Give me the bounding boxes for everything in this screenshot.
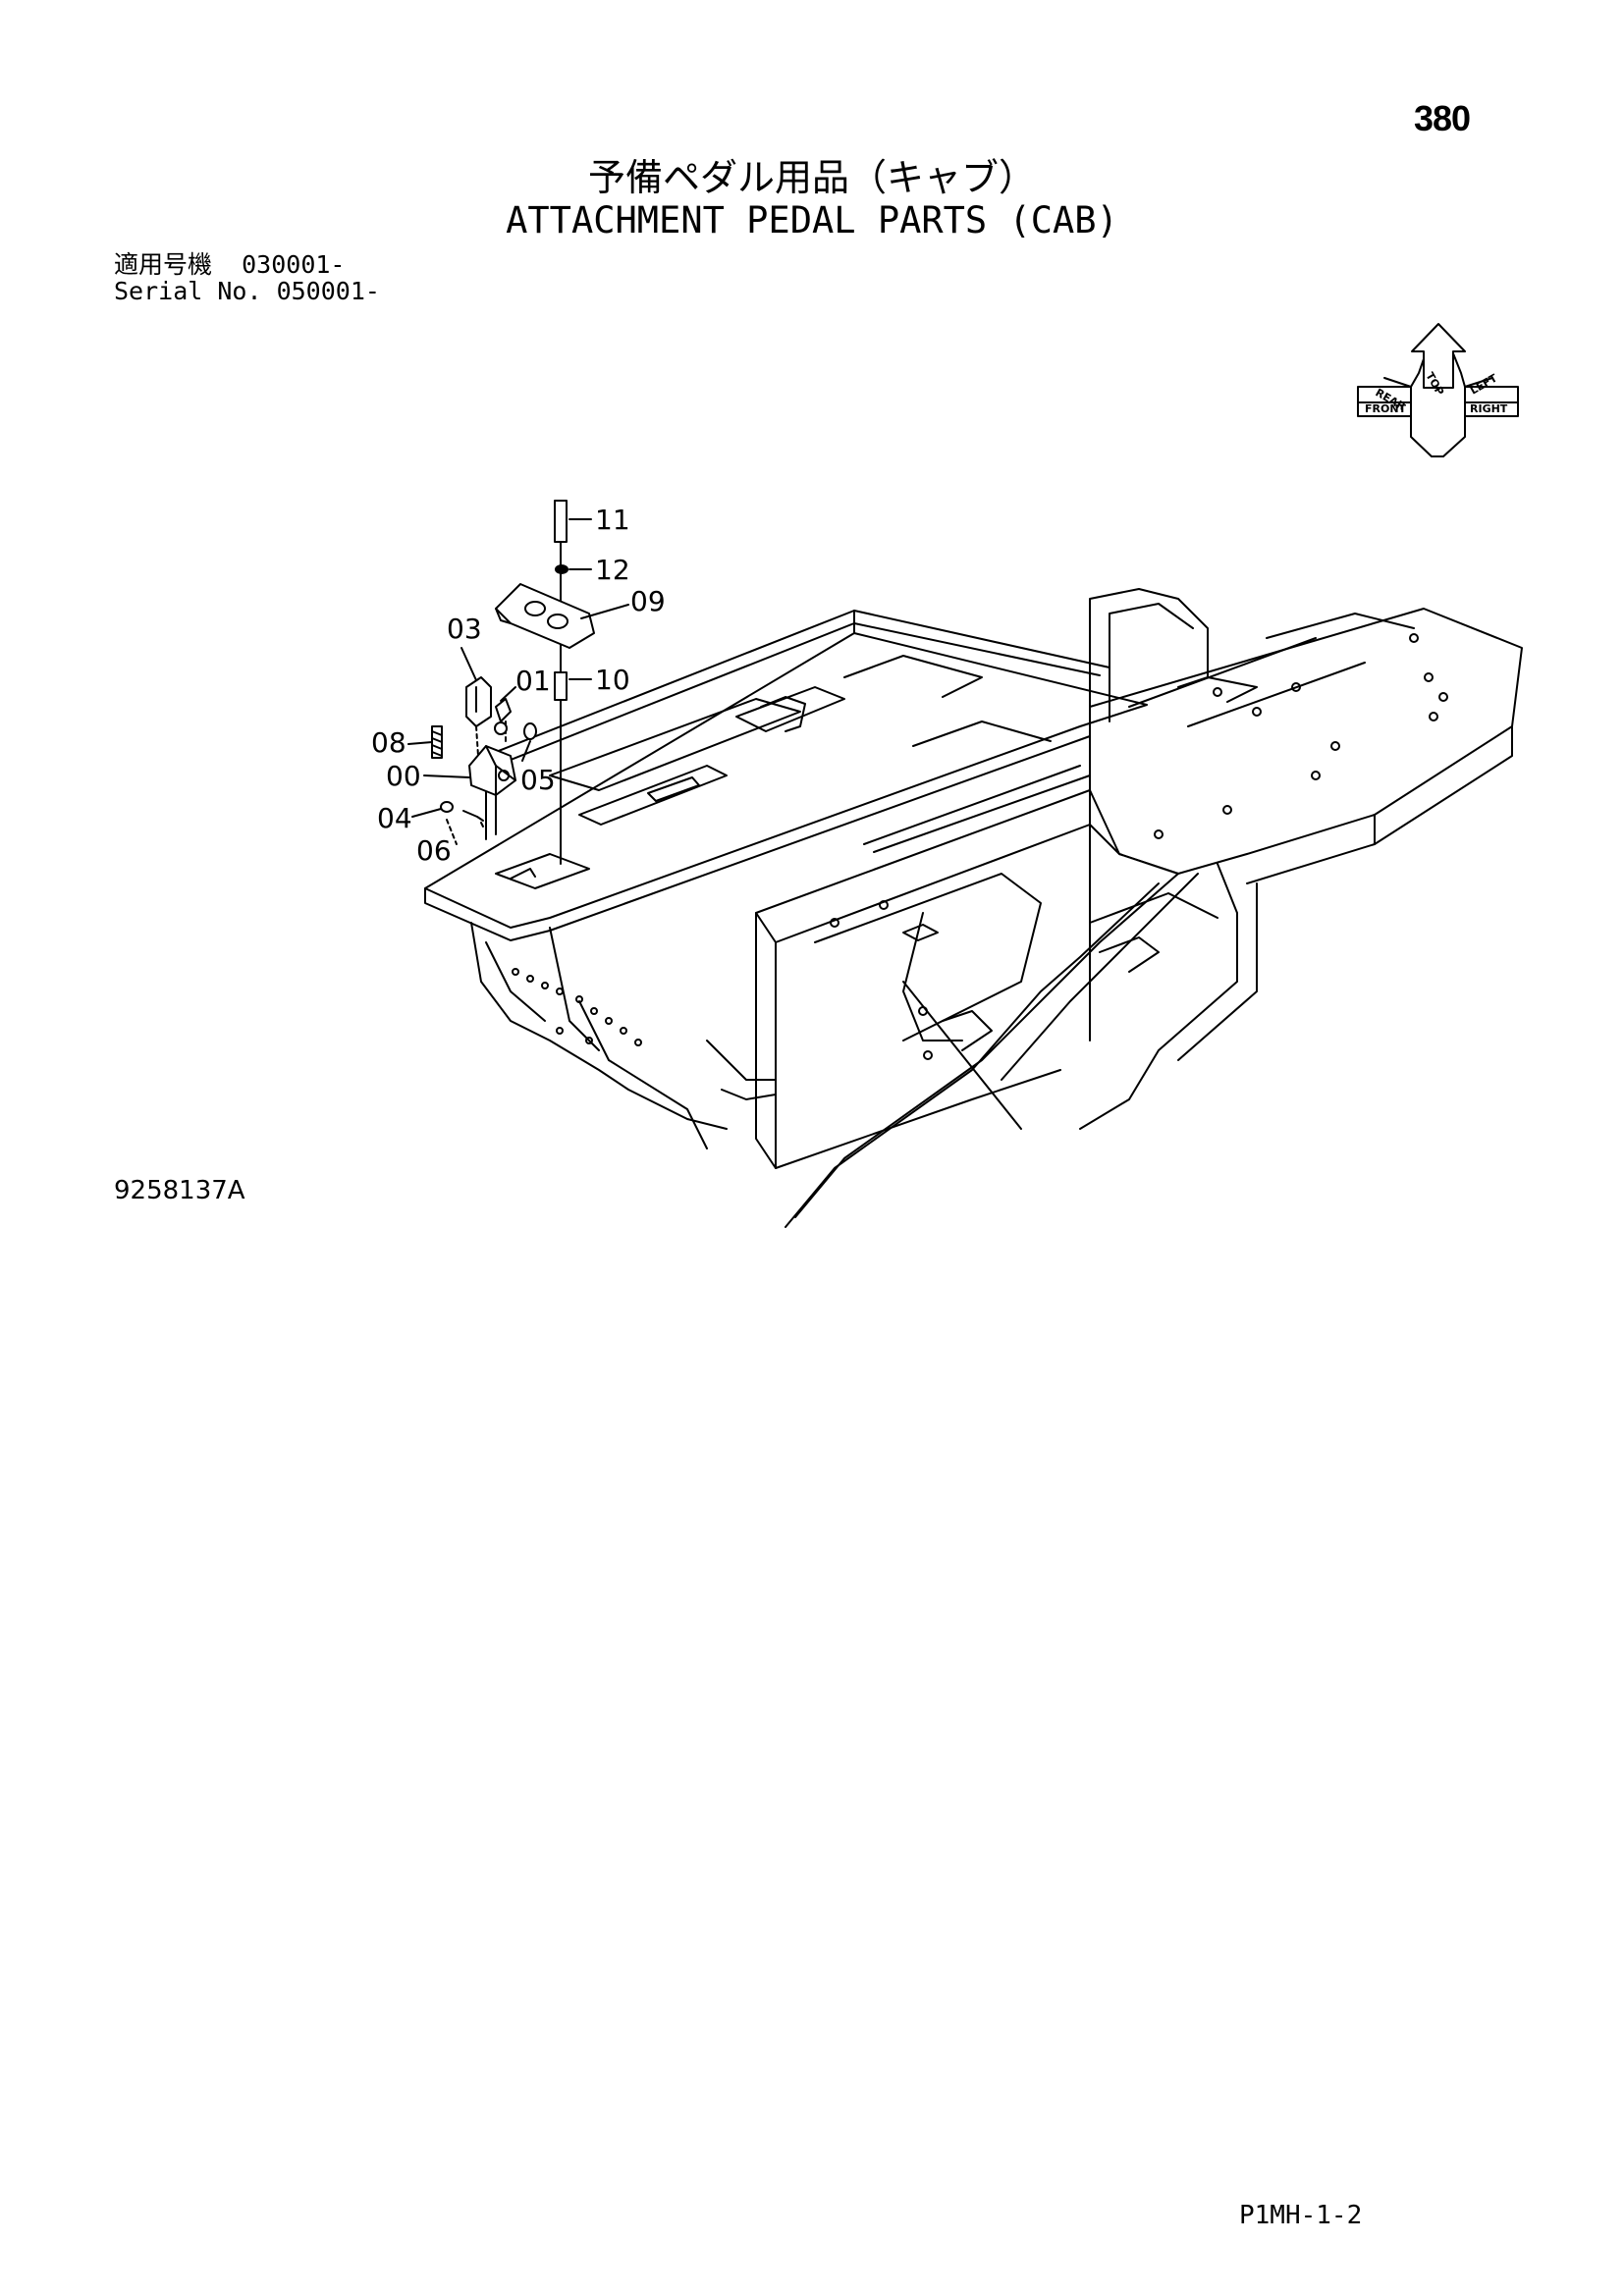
part-spring-08 bbox=[431, 725, 443, 759]
callout-03: 03 bbox=[447, 613, 482, 645]
callout-04: 04 bbox=[377, 802, 412, 834]
part-washer-12 bbox=[555, 564, 568, 574]
center-box-beam bbox=[755, 789, 1091, 1169]
callout-01: 01 bbox=[515, 665, 551, 697]
floor-panel-rear bbox=[735, 686, 845, 732]
serial-jp-row: 適用号機 030001- bbox=[114, 251, 380, 278]
floor-opening bbox=[578, 765, 728, 826]
serial-info: 適用号機 030001- Serial No. 050001- bbox=[114, 251, 380, 304]
callout-11: 11 bbox=[595, 504, 630, 536]
serial-en-row: Serial No. 050001- bbox=[114, 278, 380, 304]
part-splitpin-06 bbox=[462, 810, 484, 822]
callout-labels: 11 12 09 03 01 10 08 00 05 04 06 bbox=[371, 504, 666, 867]
part-pin-04 bbox=[440, 801, 454, 813]
serial-jp-label: 適用号機 bbox=[114, 250, 213, 279]
page-title-en: ATTACHMENT PEDAL PARTS (CAB) bbox=[506, 199, 1118, 241]
page-number: 380 bbox=[1414, 98, 1471, 138]
orientation-front-label: FRONT bbox=[1365, 402, 1407, 415]
pedal-parts bbox=[431, 500, 595, 865]
beam-hole bbox=[902, 924, 939, 941]
orientation-icon: FRONT RIGHT TOP REAR LEFT bbox=[1357, 323, 1519, 457]
part-base-00 bbox=[468, 745, 516, 796]
part-washer-05 bbox=[523, 722, 537, 740]
page-title-jp: 予備ペダル用品（キャブ） bbox=[587, 156, 1036, 199]
rail-bolt-holes bbox=[1154, 633, 1448, 839]
serial-en-value: 050001- bbox=[276, 277, 380, 305]
page-reference: P1MH-1-2 bbox=[1239, 2201, 1363, 2230]
pedal-mount-plate bbox=[495, 853, 590, 889]
drawing-code: 9258137A bbox=[114, 1176, 245, 1205]
beam-bolt-holes bbox=[830, 900, 933, 1060]
right-rail bbox=[785, 588, 1523, 1228]
part-pedal-09 bbox=[495, 583, 595, 649]
callout-09: 09 bbox=[630, 585, 666, 617]
callout-12: 12 bbox=[595, 554, 630, 586]
beam-top bbox=[755, 789, 1091, 943]
part-bolt-11 bbox=[554, 500, 568, 543]
part-collar-10 bbox=[554, 671, 568, 701]
part-pin-01 bbox=[495, 698, 512, 722]
floor-panel bbox=[549, 698, 801, 791]
callout-06: 06 bbox=[416, 834, 452, 867]
serial-en-label: Serial No. bbox=[114, 277, 262, 305]
callout-leaders bbox=[407, 518, 629, 818]
callout-10: 10 bbox=[595, 664, 630, 696]
callout-08: 08 bbox=[371, 726, 406, 759]
serial-jp-value: 030001- bbox=[242, 250, 346, 279]
orientation-right-label: RIGHT bbox=[1470, 402, 1508, 415]
orientation-top-arrow bbox=[1411, 323, 1466, 389]
frame-bolt-holes bbox=[512, 968, 642, 1046]
part-bracket-03 bbox=[465, 676, 492, 727]
callout-05: 05 bbox=[520, 764, 556, 796]
callout-00: 00 bbox=[386, 760, 421, 792]
